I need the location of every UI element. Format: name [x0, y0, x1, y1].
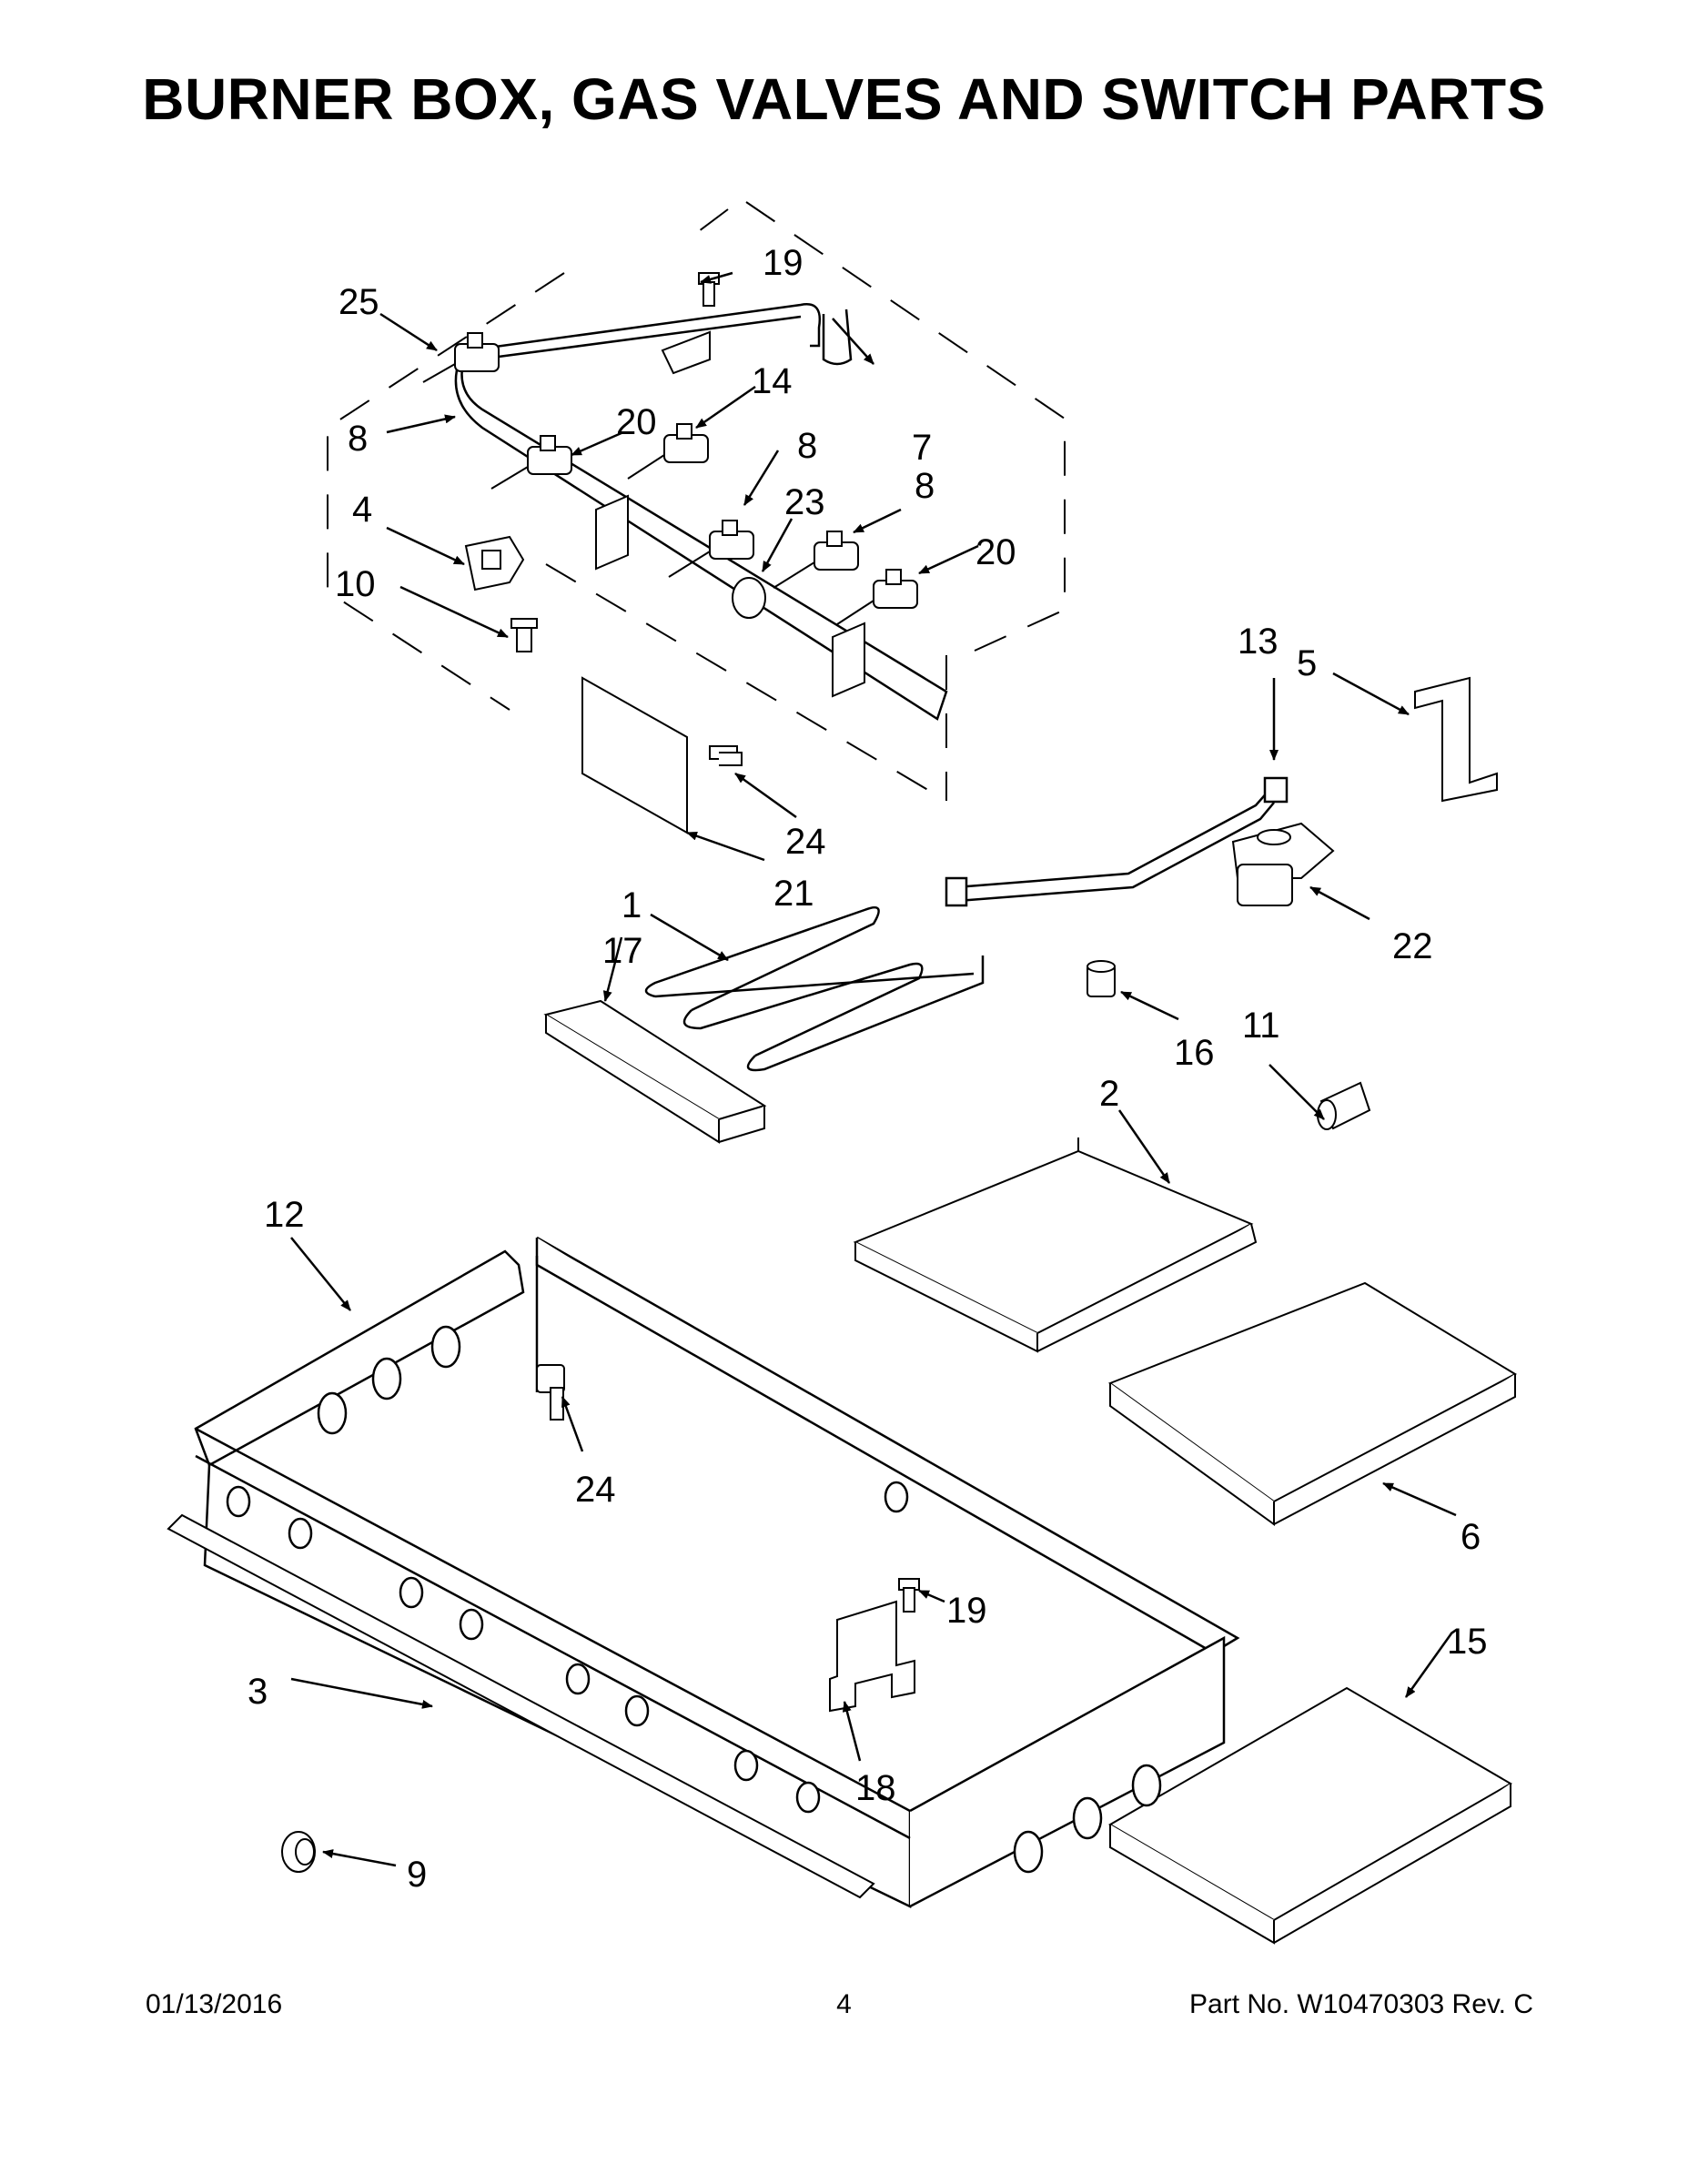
- knob-part: [281, 1831, 316, 1873]
- trim-strip: [167, 1513, 875, 1899]
- gas-manifold-pipe: [454, 303, 948, 721]
- drip-tray: [543, 999, 767, 1144]
- footer-page-number: 4: [836, 1989, 852, 2019]
- fitting-parts: [1087, 960, 1371, 1130]
- callout-17: 17: [602, 931, 643, 971]
- callout-11: 11: [1242, 1006, 1280, 1046]
- callout-3: 3: [248, 1672, 268, 1712]
- disc-part: [732, 577, 766, 619]
- callout-20: 20: [616, 402, 657, 442]
- callout-19: 19: [946, 1591, 987, 1631]
- page-title: BURNER BOX, GAS VALVES AND SWITCH PARTS: [142, 66, 1546, 132]
- callout-10: 10: [335, 564, 376, 604]
- manifold-bracket: [595, 330, 865, 698]
- callout-19: 19: [763, 243, 804, 283]
- cover-panel: [1107, 1281, 1518, 1526]
- heating-element: [644, 905, 985, 1072]
- valve-part: [422, 332, 918, 625]
- callout-22: 22: [1392, 926, 1433, 966]
- screw-part: [536, 1364, 565, 1421]
- callout-24: 24: [785, 822, 826, 862]
- callout-20: 20: [975, 532, 1016, 572]
- footer-part-number: Part No. W10470303 Rev. C: [1189, 1989, 1533, 2019]
- callout-1: 1: [622, 885, 642, 925]
- switch-bracket: [829, 1600, 915, 1713]
- assembly-boundary: [327, 201, 1066, 802]
- bottom-panel: [1108, 1686, 1512, 1945]
- callout-24: 24: [575, 1470, 616, 1510]
- footer-date: 01/13/2016: [146, 1989, 283, 2019]
- callout-14: 14: [752, 361, 793, 401]
- callout-9: 9: [407, 1855, 427, 1895]
- callout-15: 15: [1447, 1622, 1488, 1662]
- callout-13: 13: [1238, 622, 1279, 662]
- burner-box: [194, 1236, 1240, 1908]
- callout-6: 6: [1461, 1517, 1481, 1557]
- callout-7: 7: [912, 428, 932, 468]
- callout-16: 16: [1174, 1033, 1215, 1073]
- callout-8: 8: [348, 419, 368, 459]
- callout-4: 4: [352, 490, 372, 530]
- callout-8: 8: [797, 426, 817, 466]
- clip-and-screw: [464, 535, 538, 652]
- mounting-bracket: [1414, 676, 1498, 803]
- callout-25: 25: [339, 282, 379, 322]
- screw-part: [709, 745, 743, 766]
- gas-line: [945, 776, 1289, 907]
- screw-part: [698, 272, 920, 1613]
- callout-2: 2: [1099, 1074, 1119, 1114]
- callout-18: 18: [855, 1768, 896, 1808]
- callout-23: 23: [784, 482, 825, 522]
- callout-labels: 25 19 14 7 8 20 8 23 8 20 4 10 13 5 24 2…: [248, 243, 1488, 1895]
- cover-plate: [581, 676, 688, 834]
- callout-8: 8: [915, 466, 935, 506]
- leader-arrows: [290, 271, 1457, 1867]
- shelf-panel: [853, 1138, 1258, 1353]
- callout-12: 12: [264, 1195, 305, 1235]
- callout-21: 21: [773, 874, 814, 914]
- pressure-regulator: [1231, 822, 1335, 906]
- callout-5: 5: [1297, 643, 1317, 683]
